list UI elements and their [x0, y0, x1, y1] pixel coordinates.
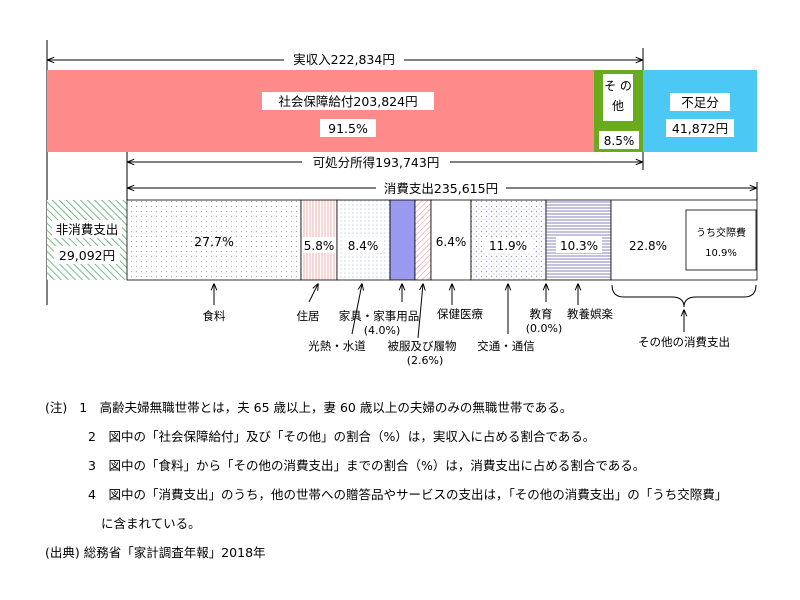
non-consumption-label-bg	[52, 220, 122, 238]
housing-category: 住居	[297, 309, 320, 323]
household-budget-chart: 実収入222,834円 社会保障給付203,824円 91.5% そ の 他 8…	[46, 40, 758, 367]
income-total-label: 実収入222,834円	[293, 52, 395, 67]
other-income-label-bottom: 他	[612, 99, 624, 113]
other-consumption-percent: 22.8%	[629, 239, 667, 253]
utilities-percent: 8.4%	[348, 239, 379, 253]
education-share: (0.0%)	[526, 322, 563, 335]
furniture-category: 家具・家事用品	[339, 309, 420, 323]
bar-clothing	[414, 199, 432, 281]
social-security-percent: 91.5%	[328, 121, 368, 136]
shortfall-amount: 41,872円	[672, 121, 728, 136]
recreation-percent: 10.3%	[560, 239, 598, 253]
note-2: 2 図中の「社会保障給付」及び「その他」の割合（%）は，実収入に占める割合である…	[88, 429, 596, 444]
other-consumption-brace	[611, 284, 757, 308]
non-consumption-label: 非消費支出	[56, 222, 119, 237]
bar-social-security	[47, 70, 594, 152]
bar-furniture	[389, 199, 416, 281]
utilities-percent-bg	[342, 237, 384, 253]
clothing-share: (2.6%)	[407, 354, 444, 367]
source-line: (出典) 総務省「家計調査年報」2018年	[45, 545, 266, 560]
other-income-label-top: そ の	[604, 79, 632, 93]
food-category: 食料	[203, 309, 226, 323]
notes-marker: (注)	[45, 400, 68, 415]
notes-block: (注) 1 高齢夫婦無職世帯とは，夫 65 歳以上，妻 60 歳以上の夫婦のみの…	[45, 393, 785, 567]
transport-percent: 11.9%	[489, 239, 527, 253]
consumption-label: 消費支出235,615円	[384, 181, 498, 196]
education-category: 教育	[530, 307, 553, 321]
utilities-pointer	[351, 284, 362, 335]
transport-category: 交通・通信	[477, 339, 535, 353]
food-percent: 27.7%	[194, 234, 234, 249]
disposable-label: 可処分所得193,743円	[313, 155, 440, 170]
shortfall-label-bg	[670, 93, 730, 111]
bar-medical	[430, 199, 472, 281]
utilities-category: 光熱・水道	[308, 339, 366, 353]
non-consumption-amount-bg	[54, 246, 120, 264]
housing-percent-bg	[302, 237, 336, 253]
note-4: 4 図中の「消費支出」のうち，他の世帯への贈答品やサービスの支出は，「その他の消…	[88, 487, 728, 502]
medical-category: 保健医療	[437, 307, 483, 321]
note-1-text: 1 高齢夫婦無職世帯とは，夫 65 歳以上，妻 60 歳以上の夫婦のみの無職世帯…	[79, 400, 573, 415]
recreation-percent-bg	[556, 237, 602, 253]
note-3: 3 図中の「食料」から「その他の消費支出」までの割合（%）は，消費支出に占める割…	[88, 458, 646, 473]
other-consumption-category: その他の消費支出	[638, 335, 730, 349]
clothing-category: 被服及び履物	[388, 339, 457, 353]
transport-percent-bg	[484, 237, 532, 253]
social-security-label-bg	[262, 92, 434, 110]
housing-pointer	[308, 284, 318, 303]
recreation-category: 教養娯楽	[567, 307, 613, 321]
entertainment-box	[685, 209, 757, 271]
other-income-percent: 8.5%	[604, 134, 635, 148]
note-4-continued: に含まれている。	[101, 516, 201, 531]
furniture-share: (4.0%)	[364, 324, 401, 337]
housing-percent: 5.8%	[304, 239, 335, 253]
social-security-label: 社会保障給付203,824円	[278, 94, 417, 109]
bar-food	[126, 199, 302, 281]
entertainment-label: うち交際費	[696, 226, 746, 239]
other-income-label-bg	[603, 74, 633, 121]
income-total-label-bg	[284, 50, 404, 68]
entertainment-value: 10.9%	[705, 248, 737, 259]
non-consumption-amount: 29,092円	[59, 248, 115, 263]
social-security-percent-bg	[320, 119, 376, 137]
other-income-percent-bg	[599, 131, 639, 149]
note-1: (注) 1 高齢夫婦無職世帯とは，夫 65 歳以上，妻 60 歳以上の夫婦のみの…	[45, 393, 785, 422]
bar-non-consumption	[47, 200, 127, 280]
disposable-label-bg	[302, 153, 450, 171]
medical-percent: 6.4%	[436, 235, 467, 249]
clothing-pointer	[417, 284, 423, 339]
shortfall-amount-bg	[666, 119, 734, 137]
shortfall-label: 不足分	[681, 95, 719, 110]
consumption-label-bg	[376, 179, 506, 197]
